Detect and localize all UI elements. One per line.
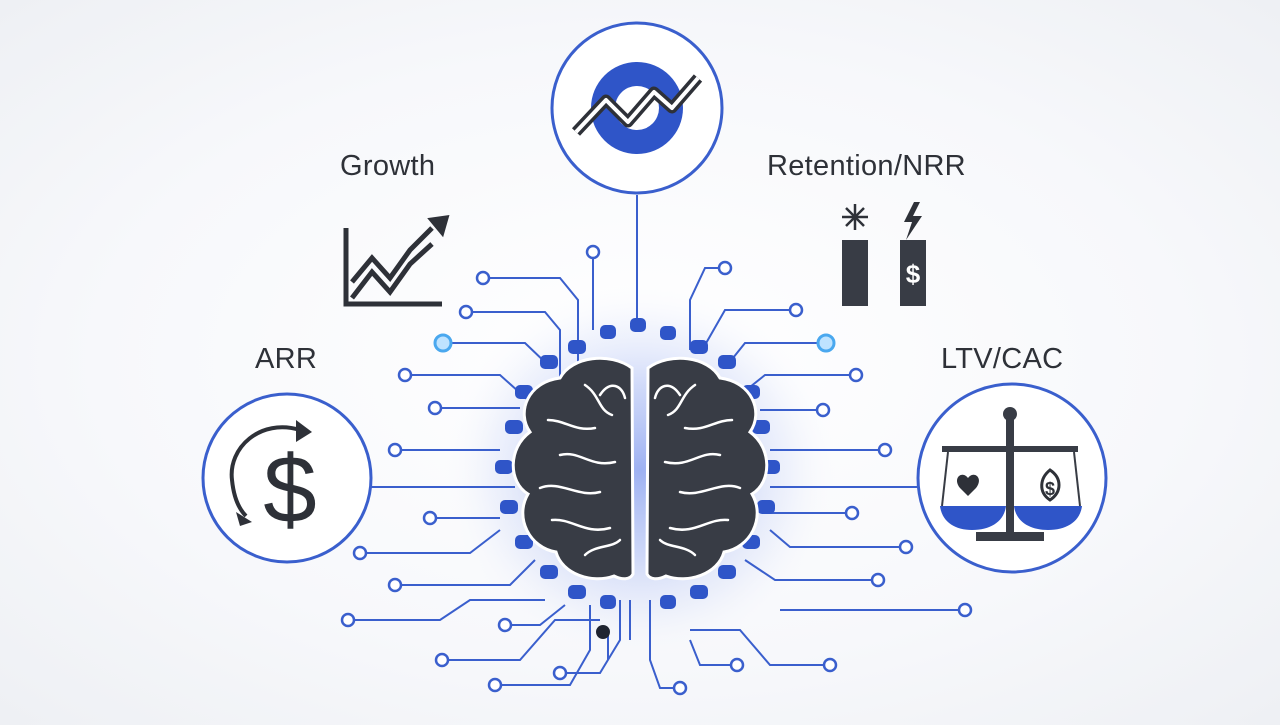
node-ltv-cac: $	[906, 382, 1108, 574]
balance-scale-icon: $	[940, 407, 1082, 541]
brain-icon	[511, 356, 769, 581]
glow-node	[433, 333, 453, 353]
ltv-cac-label: LTV/CAC	[941, 343, 1064, 375]
node-top	[550, 21, 724, 195]
brain-glow	[440, 280, 840, 660]
node-arr: $	[201, 392, 373, 564]
recurring-dollar-icon: $	[229, 420, 317, 543]
svg-text:$: $	[906, 259, 921, 289]
trace-nodes	[340, 244, 973, 696]
brain-chips	[495, 318, 780, 609]
retention-label: Retention/NRR	[767, 150, 966, 182]
trend-ring-icon	[571, 62, 703, 154]
arr-label: ARR	[255, 343, 318, 375]
retention-bars-icon: $	[842, 202, 926, 306]
growth-chart-icon	[343, 214, 450, 307]
dark-node	[596, 625, 610, 639]
svg-text:$: $	[263, 436, 316, 543]
growth-label: Growth	[340, 150, 436, 182]
circuit-traces	[348, 195, 965, 689]
glow-node	[816, 333, 836, 353]
svg-text:$: $	[1045, 479, 1055, 499]
